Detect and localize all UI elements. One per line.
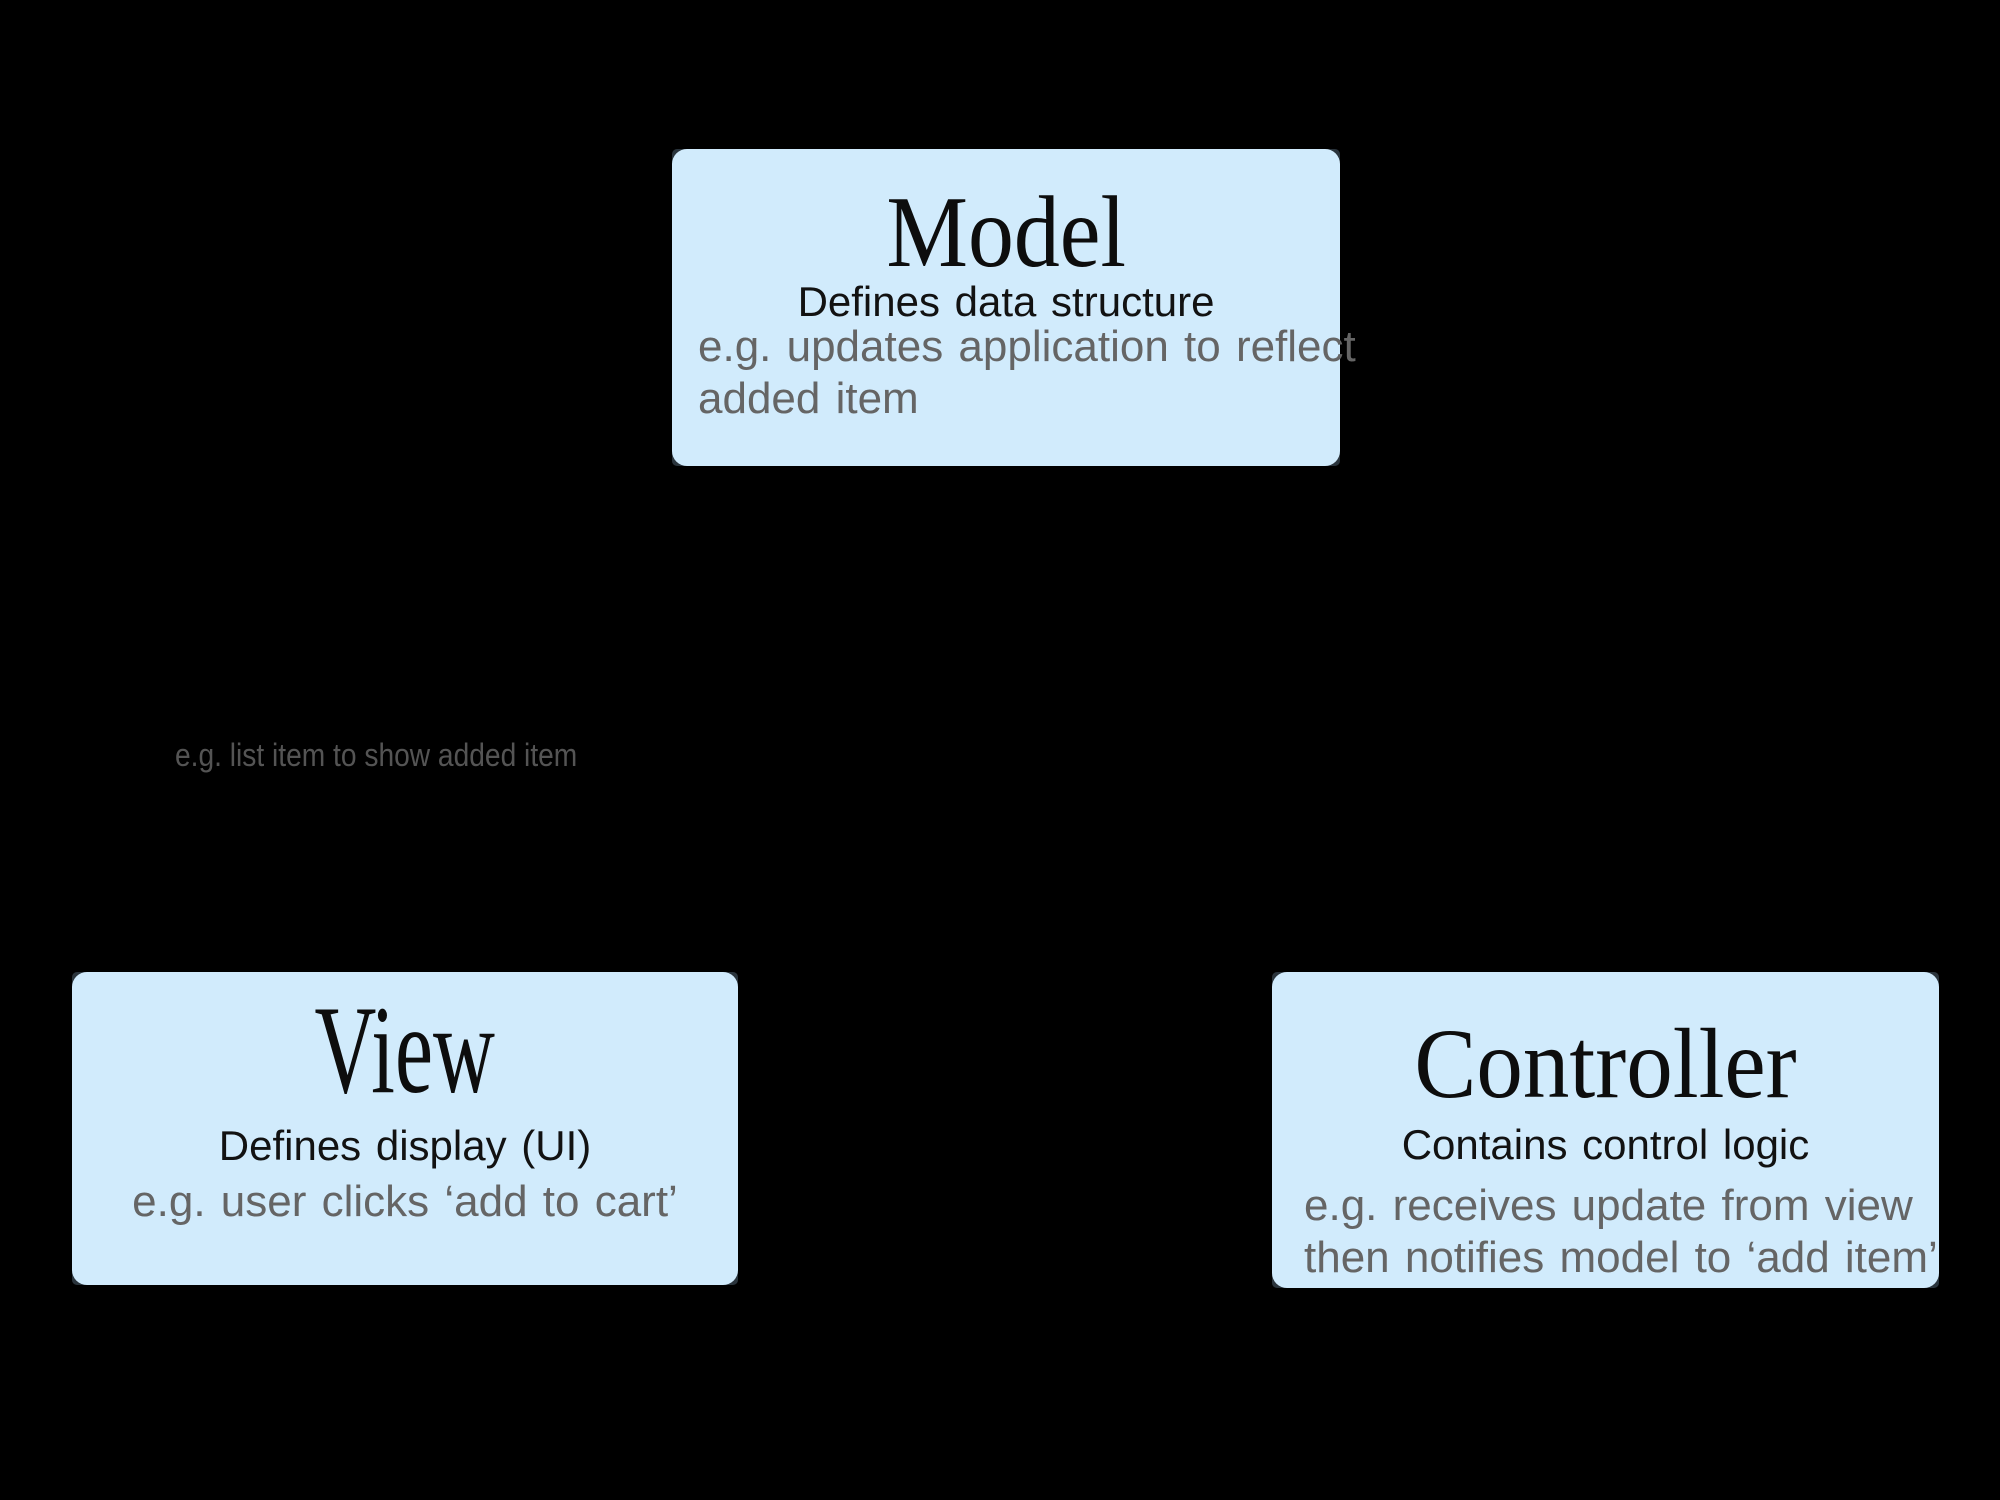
view-example-line-1: e.g. user clicks ‘add to cart’ xyxy=(132,1177,678,1226)
view-box-surface: View Defines display (UI) e.g. user clic… xyxy=(72,972,738,1285)
view-subtitle: Defines display (UI) xyxy=(72,1125,738,1167)
model-subtitle-text: Defines data structure xyxy=(797,278,1215,325)
controller-example: e.g. receives update from view then noti… xyxy=(1304,1180,1938,1284)
view-title-text: View xyxy=(314,981,496,1120)
view-example: e.g. user clicks ‘add to cart’ xyxy=(72,1176,738,1228)
controller-title: Controller xyxy=(1272,1014,1939,1114)
controller-box-surface: Controller Contains control logic e.g. r… xyxy=(1272,972,1939,1288)
view-title: View xyxy=(72,988,738,1114)
controller-example-line-1: e.g. receives update from view xyxy=(1304,1181,1913,1230)
controller-example-line-2: then notifies model to ‘add item’ xyxy=(1304,1233,1938,1282)
model-box-surface: Model Defines data structure e.g. update… xyxy=(672,149,1356,466)
model-to-view-example-label-text: e.g. list item to show added item xyxy=(175,737,578,773)
controller-subtitle-text: Contains control logic xyxy=(1401,1121,1810,1168)
model-example-line-2: added item xyxy=(698,374,919,423)
model-to-view-example-label: e.g. list item to show added item xyxy=(175,736,632,774)
model-subtitle: Defines data structure xyxy=(672,281,1340,323)
controller-subtitle: Contains control logic xyxy=(1272,1124,1939,1166)
model-example-line-1: e.g. updates application to reflect xyxy=(698,322,1356,371)
model-box: Model Defines data structure e.g. update… xyxy=(672,149,1356,466)
model-title-text: Model xyxy=(886,176,1126,289)
model-title: Model xyxy=(672,182,1340,284)
view-subtitle-text: Defines display (UI) xyxy=(218,1122,592,1169)
controller-box: Controller Contains control logic e.g. r… xyxy=(1272,972,1939,1288)
model-example: e.g. updates application to reflect adde… xyxy=(698,321,1356,425)
view-box: View Defines display (UI) e.g. user clic… xyxy=(72,972,738,1285)
controller-title-text: Controller xyxy=(1414,1008,1797,1119)
